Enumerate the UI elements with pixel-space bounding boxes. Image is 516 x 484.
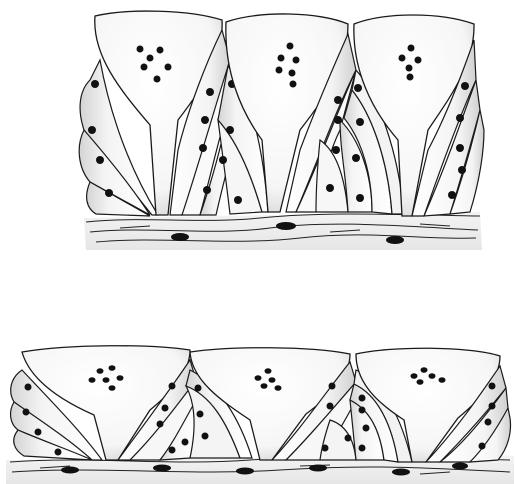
top-panel: [79, 11, 484, 250]
bottom-panel: [6, 346, 514, 484]
top-connective-tissue: [84, 212, 482, 250]
